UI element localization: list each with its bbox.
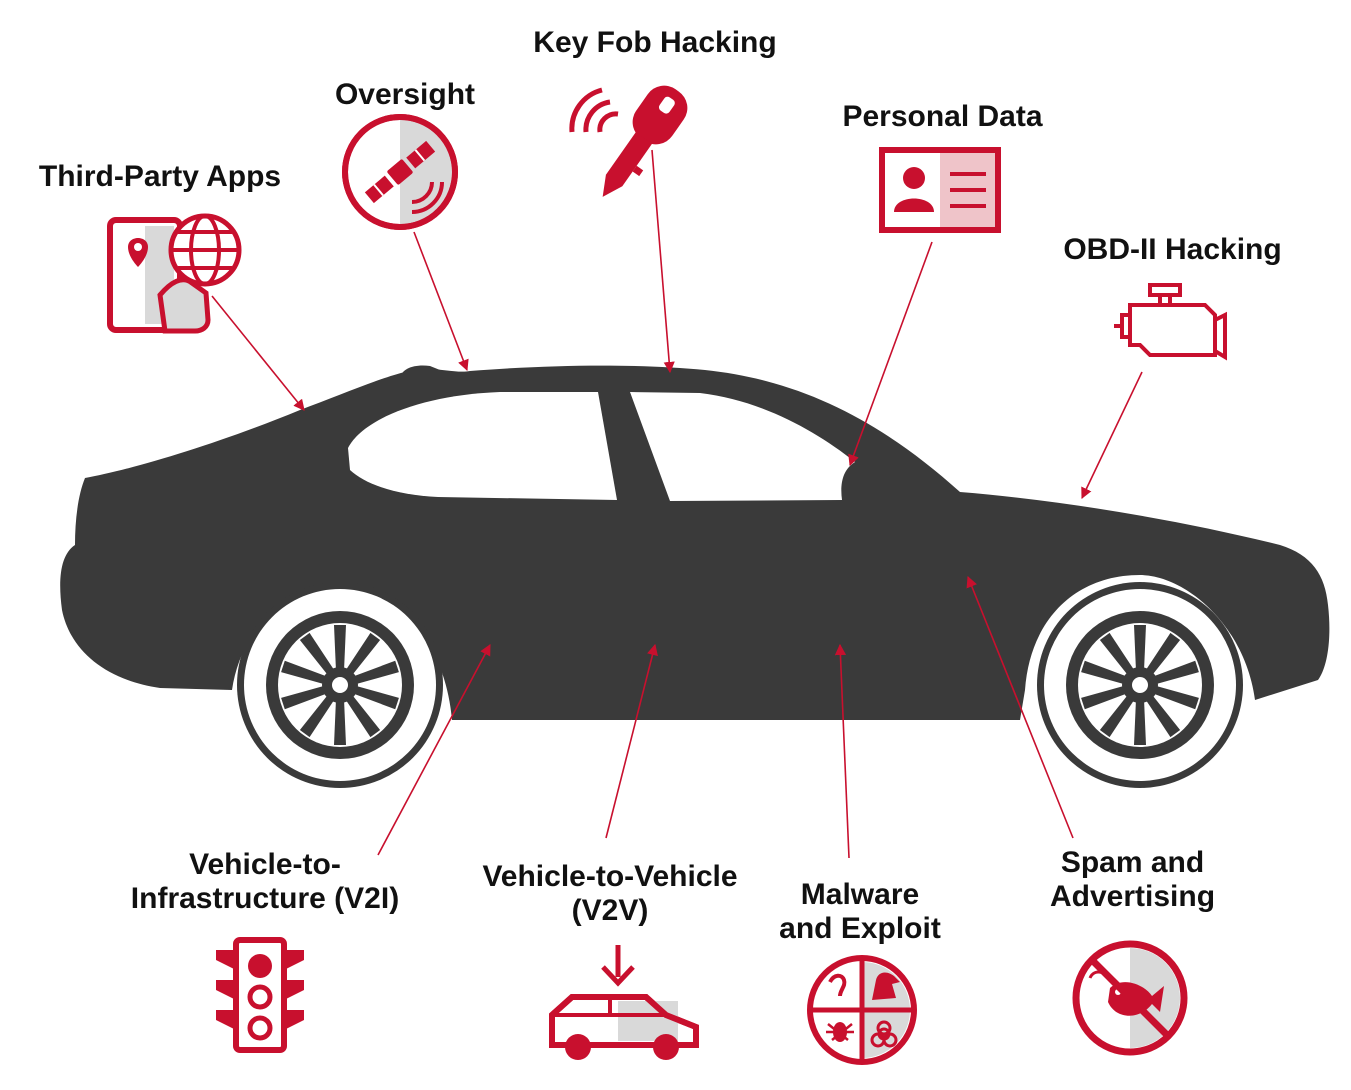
label-obd-hacking: OBD-II Hacking <box>1063 233 1282 266</box>
arrow-v2v <box>605 643 658 839</box>
label-spam-line1: Spam and <box>1060 846 1205 879</box>
key-fob-icon <box>569 85 688 197</box>
no-phishing-icon <box>1072 940 1188 1056</box>
label-personal-data: Personal Data <box>842 100 1043 133</box>
label-malware-line2: and Exploit <box>779 912 941 945</box>
arrow-personal-data <box>848 241 933 467</box>
label-v2i-line1: Vehicle-to- <box>189 848 341 881</box>
label-v2i: Vehicle-to- Infrastructure (V2I) <box>95 848 435 916</box>
label-oversight: Oversight <box>334 78 476 111</box>
front-window <box>630 392 855 501</box>
id-card-icon <box>879 147 1001 233</box>
label-v2v: Vehicle-to-Vehicle (V2V) <box>450 860 770 928</box>
arrow-spam <box>966 575 1074 839</box>
arrows <box>211 149 1143 859</box>
label-spam-line2: Advertising <box>1049 880 1216 913</box>
label-spam: Spam and Advertising <box>1020 846 1245 914</box>
rear-wheel <box>237 582 443 788</box>
car-arrow-icon <box>549 945 699 1060</box>
satellite-icon <box>342 114 458 230</box>
malware-quadrant-icon <box>807 955 917 1065</box>
car-silhouette <box>60 365 1330 788</box>
traffic-light-icon <box>216 937 304 1053</box>
arrow-oversight <box>413 231 469 372</box>
tablet-map-globe-icon <box>107 213 242 334</box>
label-v2v-line2: (V2V) <box>571 894 649 927</box>
label-malware: Malware and Exploit <box>755 878 965 946</box>
arrow-malware <box>834 643 850 859</box>
arrow-third-party-apps <box>211 295 305 411</box>
label-v2v-line1: Vehicle-to-Vehicle <box>482 860 738 893</box>
arrow-key-fob <box>651 149 675 374</box>
arrow-obd <box>1081 371 1143 500</box>
rear-window <box>348 392 617 500</box>
label-key-fob-hacking: Key Fob Hacking <box>533 26 777 59</box>
arrow-v2i <box>377 644 491 856</box>
label-malware-line1: Malware <box>800 878 920 911</box>
label-v2i-line2: Infrastructure (V2I) <box>130 882 400 915</box>
front-wheel <box>1037 582 1243 788</box>
engine-icon <box>1114 283 1227 361</box>
label-third-party-apps: Third-Party Apps <box>38 160 282 193</box>
